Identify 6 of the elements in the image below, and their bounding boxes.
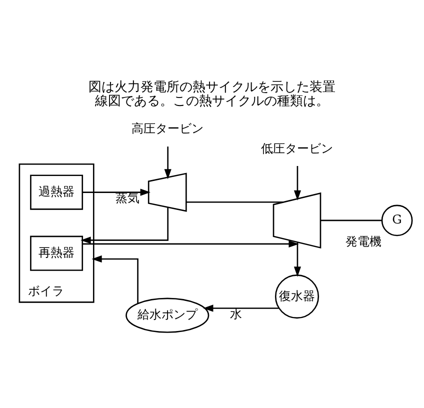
node-text: 低圧タービン bbox=[261, 140, 334, 155]
edge-label: 水 bbox=[230, 306, 242, 321]
edge-label: 蒸気 bbox=[116, 190, 140, 205]
diagram-title: 図は火力発電所の熱サイクルを示した装置線図である。この熱サイクルの種類は。 bbox=[88, 80, 336, 109]
node-text: 高圧タービン bbox=[131, 121, 204, 136]
node-label: 発電機 bbox=[346, 234, 382, 248]
